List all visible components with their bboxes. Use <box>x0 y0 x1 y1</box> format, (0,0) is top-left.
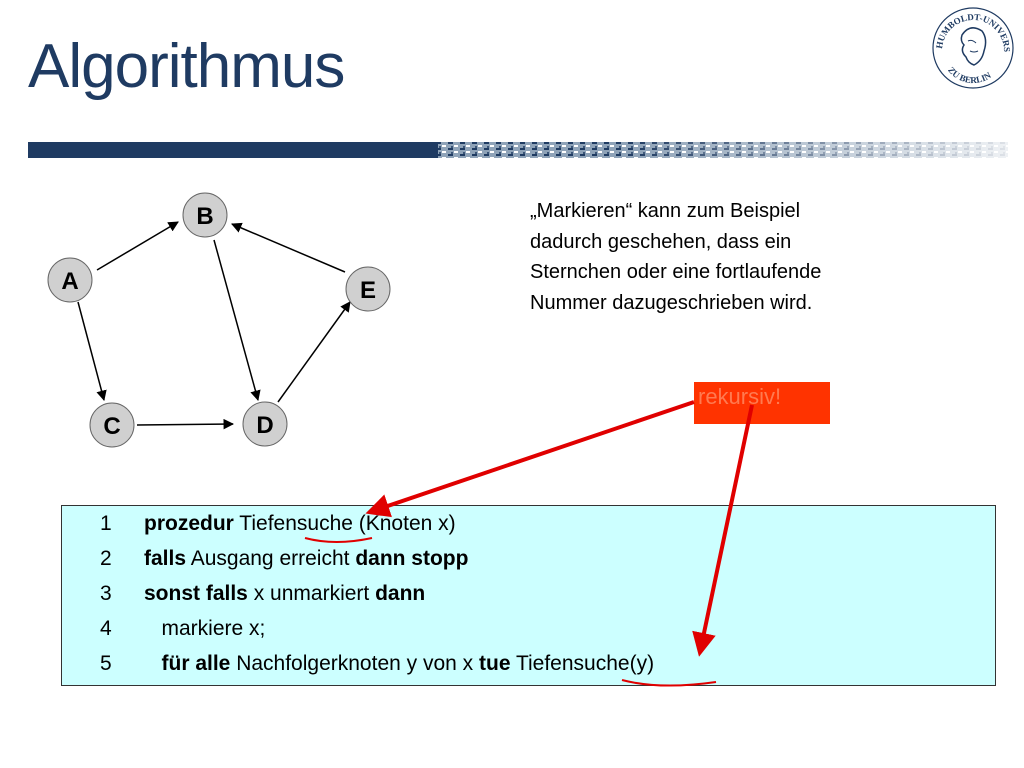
pseudocode-line-4: 4 markiere x; <box>100 617 265 641</box>
edge-b-d <box>213 239 261 402</box>
graph-node-e: E <box>345 266 391 312</box>
code-text: Nachfolgerknoten y von x <box>230 652 479 675</box>
edge-a-b <box>96 221 179 271</box>
code-keyword: falls <box>144 547 187 570</box>
recursive-callout: rekursiv! <box>694 382 830 424</box>
edge-c-d <box>136 418 235 430</box>
code-text: markiere x; <box>144 617 266 640</box>
node-label-c: C <box>103 413 120 440</box>
note-line: dadurch geschehen, dass ein <box>530 230 792 253</box>
code-keyword: für alle <box>144 652 231 675</box>
node-label-b: B <box>196 203 213 230</box>
code-keyword: sonst falls <box>144 582 248 605</box>
line-number: 1 <box>100 512 112 535</box>
pseudocode-line-1: 1 prozedur Tiefensuche (Knoten x) <box>100 512 456 536</box>
line-number: 3 <box>100 582 112 605</box>
code-keyword: prozedur <box>144 512 234 535</box>
line-number: 2 <box>100 547 112 570</box>
edge-e-b <box>231 222 346 273</box>
line-number: 4 <box>100 617 112 640</box>
code-text: Tiefensuche (Knoten x) <box>233 512 456 535</box>
note-line: „Markieren“ kann zum Beispiel <box>530 200 801 222</box>
pseudocode-line-3: 3 sonst falls x unmarkiert dann <box>100 582 425 606</box>
graph-node-d: D <box>242 401 288 447</box>
page-title: Algorithmus <box>28 32 345 101</box>
graph-edges <box>77 221 351 430</box>
node-label-a: A <box>61 268 78 295</box>
graph-node-c: C <box>89 402 135 448</box>
graph-node-a: A <box>47 257 93 303</box>
edge-d-e <box>277 301 351 403</box>
node-label-d: D <box>256 412 273 439</box>
code-text: Tiefensuche(y) <box>510 652 655 675</box>
node-label-e: E <box>360 277 376 304</box>
university-seal-icon: HUMBOLDT-UNIVERSITÄT ZU BERLIN <box>930 5 1014 89</box>
title-divider-bar <box>28 142 1008 158</box>
pseudocode-line-2: 2 falls Ausgang erreicht dann stopp <box>100 547 468 571</box>
graph-node-b: B <box>182 192 228 238</box>
code-text: Ausgang erreicht <box>186 547 356 570</box>
note-line: Sternchen oder eine fortlaufende <box>530 261 822 283</box>
line-number: 5 <box>100 652 112 675</box>
edge-a-c <box>77 301 107 402</box>
code-keyword: dann <box>375 582 426 605</box>
note-line: Nummer dazugeschrieben wird. <box>530 291 813 314</box>
code-text: x unmarkiert <box>247 582 376 605</box>
code-keyword: tue <box>479 652 511 675</box>
marking-note: „Markieren“ kann zum Beispiel dadurch ge… <box>530 196 930 318</box>
code-keyword: dann stopp <box>355 547 469 570</box>
pseudocode-line-5: 5 für alle Nachfolgerknoten y von x tue … <box>100 652 654 676</box>
